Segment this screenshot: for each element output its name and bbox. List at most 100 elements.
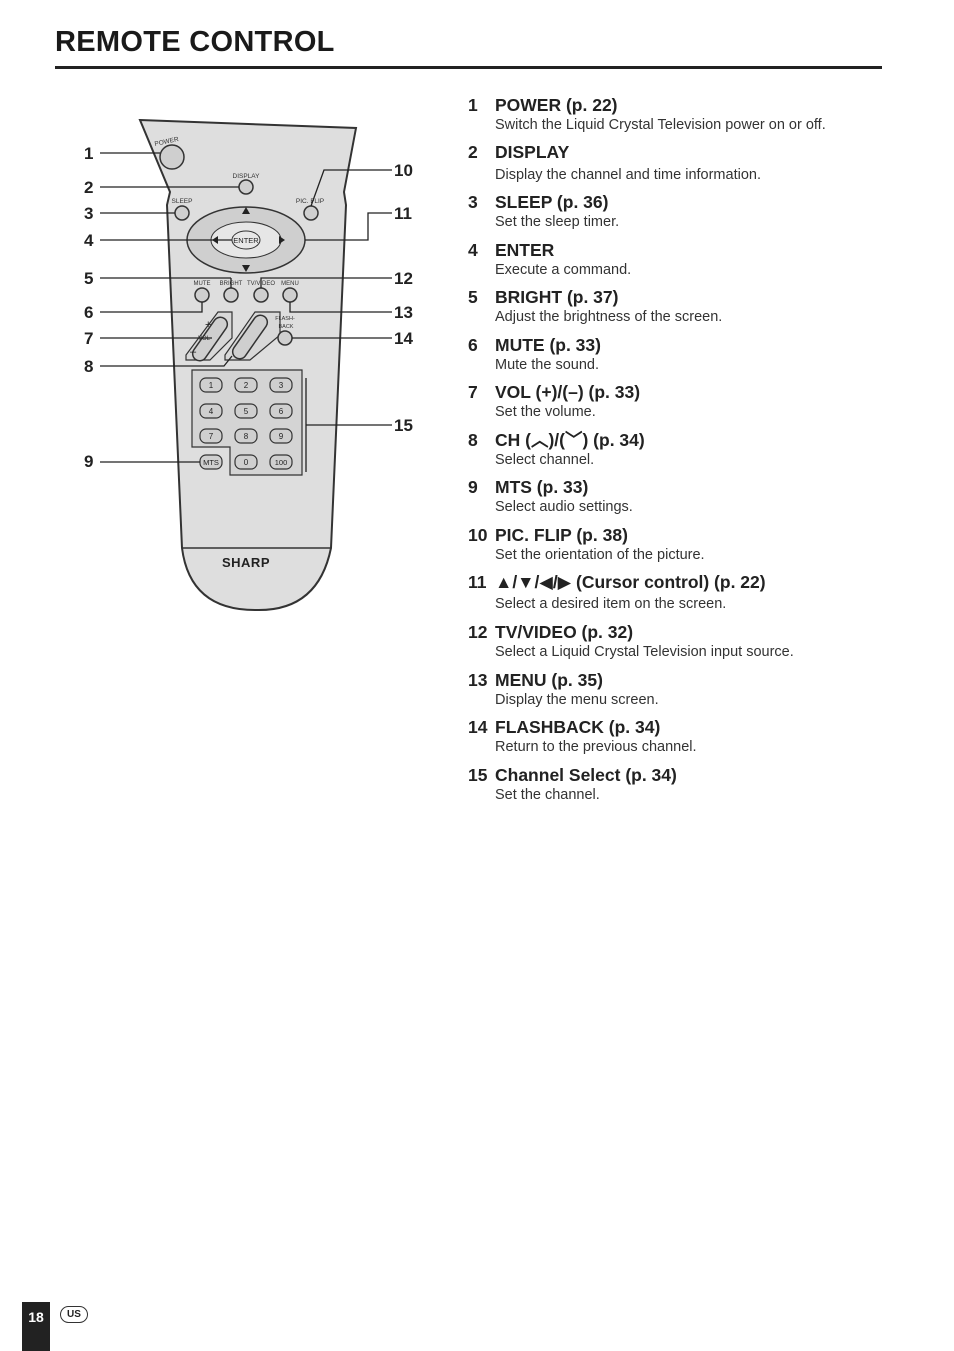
desc-title: FLASHBACK (p. 34) [495,717,661,737]
desc-text: Select a Liquid Crystal Television input… [495,644,794,660]
desc-number: 11 [468,572,487,592]
pic-flip-button [303,205,319,221]
flashback-label-1: FLASH- [275,316,295,322]
keypad-key-label: 4 [209,407,214,416]
desc-item-cursor: 11 ▲/▼/◀/▶ (Cursor control) (p. 22) Selec… [468,571,908,621]
callout-12: 12 [394,269,413,288]
desc-number: 9 [468,477,478,497]
desc-title: CH (︿)/(﹀) (p. 34) [495,430,645,450]
desc-text: Set the orientation of the picture. [495,547,705,563]
desc-item-display: 2 DISPLAY Display the channel and time in… [468,141,908,191]
desc-title: MENU (p. 35) [495,670,603,690]
desc-text: Return to the previous channel. [495,739,697,755]
flashback-label-2: BACK [279,324,294,330]
keypad-key-label: 3 [279,381,284,390]
sleep-label: SLEEP [172,198,193,205]
desc-text: Select audio settings. [495,499,633,515]
keypad-key-label: 0 [244,458,249,467]
region-badge: US [60,1306,88,1323]
desc-text: Adjust the brightness of the screen. [495,309,723,325]
desc-text: Select channel. [495,452,595,468]
bright-button [223,287,239,303]
desc-item-sleep: 3 SLEEP (p. 36) Set the sleep timer. [468,191,908,239]
vol-plus-icon: + [205,319,211,331]
vol-minus-icon: – [190,346,197,358]
desc-number: 2 [468,142,478,162]
power-button [159,144,185,170]
desc-title: SLEEP (p. 36) [495,192,609,212]
keypad-key-3 [269,377,293,393]
page-tab [22,1302,50,1351]
callout-4: 4 [84,231,94,250]
keypad-key-label: 9 [279,432,284,441]
page-title: REMOTE CONTROL [55,26,335,58]
keypad-key-label: 6 [279,407,284,416]
desc-item-vol: 7 VOL (+)/(–) (p. 33) Set the volume. [468,381,908,429]
callout-6: 6 [84,303,94,322]
cursor-right-icon [279,236,285,244]
desc-title: PIC. FLIP (p. 38) [495,525,628,545]
keypad-key-9 [269,428,293,444]
vol-rocker [191,316,229,362]
menu-label: MENU [281,281,299,287]
desc-text: Display the channel and time information… [495,167,761,183]
desc-number: 3 [468,192,478,212]
desc-number: 15 [468,765,488,785]
keypad-key-label: 7 [209,432,214,441]
keypad-key-8 [234,428,258,444]
desc-number: 10 [468,525,488,545]
desc-title: VOL (+)/(–) (p. 33) [495,382,641,402]
callout-8: 8 [84,357,94,376]
keypad-key-2 [234,377,258,393]
desc-text: Set the sleep timer. [495,214,620,230]
desc-text: Switch the Liquid Crystal Television pow… [495,117,826,133]
keypad-key-4 [199,403,223,419]
desc-number: 4 [468,240,478,260]
desc-number: 5 [468,287,478,307]
callout-7: 7 [84,329,94,348]
keypad-key-label: 5 [244,407,249,416]
callout-5: 5 [84,269,94,288]
enter-label: ENTER [233,236,259,245]
callout-1: 1 [84,144,94,163]
keypad-key-label: 2 [244,381,249,390]
keypad-key-7 [199,428,223,444]
desc-number: 6 [468,335,478,355]
keypad-key-6 [269,403,293,419]
desc-title: ENTER [495,240,555,260]
callout-11: 11 [394,204,412,223]
mute-label: MUTE [194,281,211,287]
callout-14: 14 [394,329,413,348]
display-label: DISPLAY [233,173,261,180]
page-number: 18 [28,1309,44,1325]
desc-text: Set the channel. [495,787,600,803]
callout-10: 10 [394,161,413,180]
desc-text: Select a desired item on the screen. [495,596,727,612]
desc-item-ch: 8 CH (︿)/(﹀) (p. 34) Select channel. [468,429,908,476]
desc-title: DISPLAY [495,142,570,162]
desc-title: TV/VIDEO (p. 32) [495,622,634,642]
desc-number: 1 [468,95,478,115]
callout-3: 3 [84,204,94,223]
ch-rocker [231,314,269,360]
callout-2: 2 [84,178,94,197]
keypad-key-label: 1 [209,381,214,390]
desc-text: Set the volume. [495,404,596,420]
desc-number: 7 [468,382,478,402]
tv-video-button [253,287,269,303]
desc-number: 8 [468,430,478,450]
desc-title: MUTE (p. 33) [495,335,601,355]
callout-13: 13 [394,303,413,322]
desc-text: Display the menu screen. [495,692,659,708]
callout-15: 15 [394,416,413,435]
desc-title: ▲/▼/◀/▶ (Cursor control) (p. 22) [495,572,766,592]
